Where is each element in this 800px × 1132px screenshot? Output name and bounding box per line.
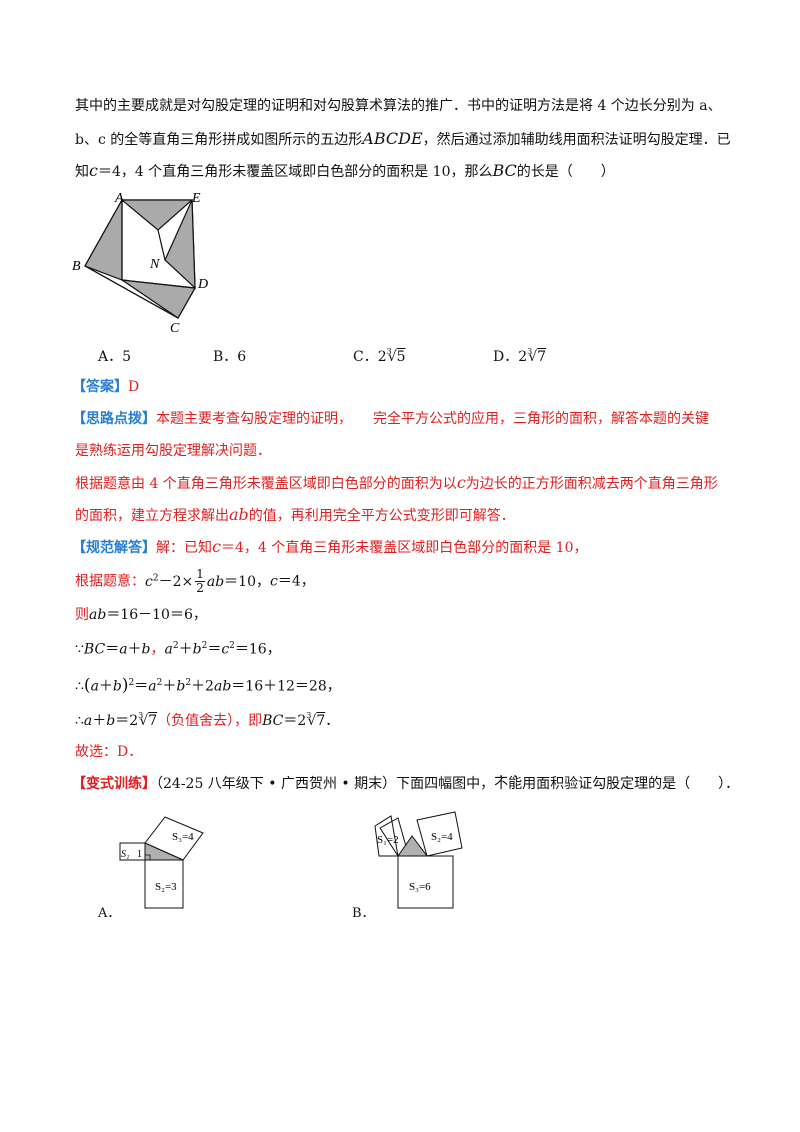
analysis-line-2: 是熟练运用勾股定理解决问题． [75, 443, 271, 459]
option-b[interactable]: B．6 [213, 349, 247, 365]
label-c: C [170, 321, 180, 336]
label-d: D [197, 277, 208, 292]
label-e: E [191, 191, 201, 206]
answer-line: 【答案】D [72, 379, 140, 395]
triangle-ab [84, 197, 123, 281]
solution-line-3: 则ab＝16－10＝6， [75, 607, 207, 623]
figa-s1-label: S₁ [121, 849, 129, 860]
figb-s3-label: S₃=6 [409, 881, 431, 893]
solution-line-7: 故选：D． [75, 744, 143, 760]
figa-s3-label: S₃=4 [172, 831, 194, 843]
figure-b-label: B． [352, 906, 375, 921]
label-b: B [72, 259, 81, 274]
option-d[interactable]: D．23√7 [493, 347, 547, 365]
figure-a[interactable]: S₁ 1 S₂=3 S₃=4 [110, 800, 240, 915]
figure-a-label: A． [98, 906, 121, 921]
label-n: N [149, 257, 160, 272]
problem-line-1: 其中的主要成就是对勾股定理的证明和对勾股算术算法的推广．书中的证明方法是将 4 … [75, 98, 722, 114]
solution-line-5: ∴(a＋b)2＝a2＋b2＋2ab＝16＋12＝28， [75, 675, 341, 696]
figa-s2-label: S₂=3 [155, 881, 177, 893]
solution-line-1: 【规范解答】解：已知c＝4，4 个直角三角形未覆盖区域即白色部分的面积是 10， [72, 537, 588, 557]
option-c[interactable]: C．23√5 [353, 347, 406, 365]
variant-line: 【变式训练】（24-25 八年级下 • 广西贺州 • 期末）下面四幅图中，不能用… [72, 775, 739, 793]
analysis-line-4: 的面积，建立方程求解出ab的值，再利用完全平方公式变形即可解答． [75, 505, 515, 525]
figure-b[interactable]: S₁=2 S₂=4 S₃=6 [365, 798, 505, 913]
solution-line-4: ∵BC＝a＋b，a2＋b2＝c2＝16， [75, 641, 281, 658]
figb-s1-label: S₁=2 [377, 834, 399, 846]
triangle-dc [121, 279, 196, 319]
problem-line-2: b、c 的全等直角三角形拼成如图所示的五边形ABCDE，然后通过添加辅助线用面积… [75, 129, 731, 149]
label-a: A [114, 191, 124, 206]
analysis-line-1: 【思路点拨】本题主要考查勾股定理的证明， 完全平方公式的应用，三角形的面积，解答… [72, 411, 709, 427]
solution-line-6: ∴a＋b＝23√7（负值舍去），即BC＝23√7． [75, 711, 340, 729]
analysis-line-3: 根据题意由 4 个直角三角形未覆盖区域即白色部分的面积为以c为边长的正方形面积减… [75, 473, 718, 493]
triangle-ae [120, 199, 194, 231]
triangle-ed [164, 199, 196, 290]
figa-s1-value: 1 [137, 849, 142, 860]
problem-line-3: 知c＝4，4 个直角三角形未覆盖区域即白色部分的面积是 10，那么BC的长是（ … [75, 161, 615, 181]
option-a[interactable]: A．5 [98, 349, 132, 365]
figb-s2-label: S₂=4 [431, 831, 453, 843]
pentagon-figure: A E B N D C [72, 191, 208, 336]
